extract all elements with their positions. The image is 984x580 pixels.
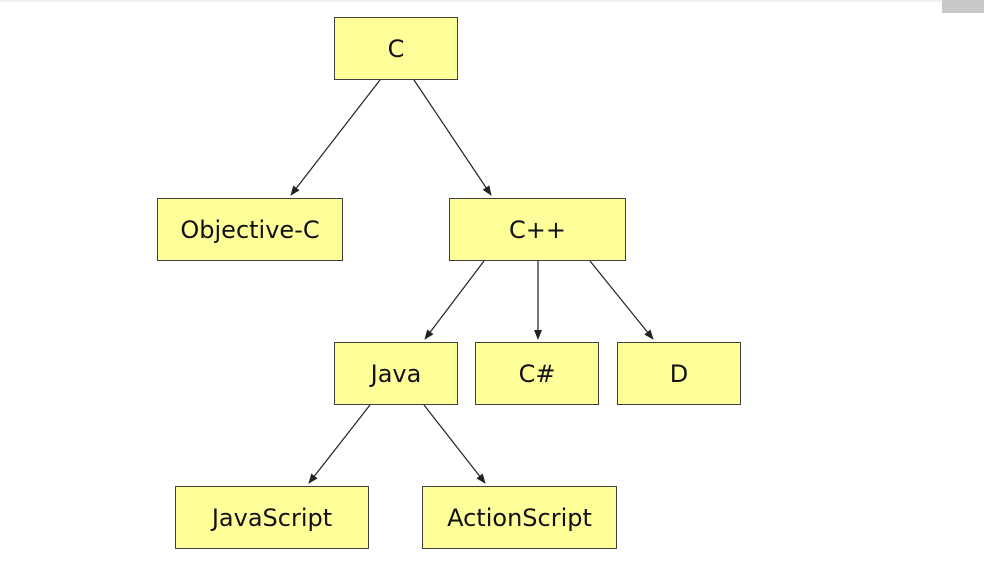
- edge-cpp-java: [424, 260, 485, 340]
- node-c: C: [334, 17, 458, 80]
- node-objective-c: Objective-C: [157, 198, 343, 261]
- edge-java-as: [423, 404, 486, 484]
- edge-java-js: [308, 404, 371, 484]
- node-label: JavaScript: [211, 503, 333, 532]
- node-csharp: C#: [475, 342, 599, 405]
- node-label: Objective-C: [180, 215, 320, 244]
- edge-cpp-d: [589, 260, 654, 340]
- node-label: C#: [518, 359, 556, 388]
- node-label: C: [387, 34, 405, 63]
- node-d: D: [617, 342, 741, 405]
- node-java: Java: [334, 342, 458, 405]
- corner-tab: [942, 0, 984, 13]
- node-label: ActionScript: [447, 503, 592, 532]
- edge-c-cpp: [413, 79, 492, 196]
- top-border: [0, 0, 984, 2]
- node-label: C++: [509, 215, 566, 244]
- node-cpp: C++: [449, 198, 626, 261]
- node-actionscript: ActionScript: [422, 486, 617, 549]
- edge-c-objc: [290, 79, 381, 196]
- node-label: Java: [370, 359, 422, 388]
- node-label: D: [669, 359, 689, 388]
- node-javascript: JavaScript: [175, 486, 369, 549]
